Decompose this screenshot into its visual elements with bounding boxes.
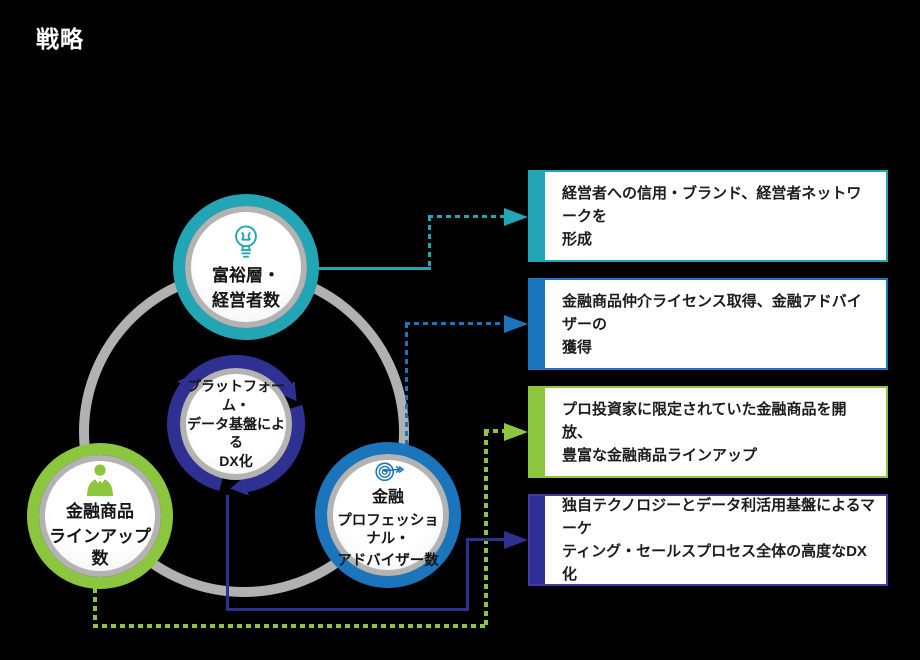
connector-right-box2-v <box>405 323 408 450</box>
note-box-products-accent-bar <box>530 388 545 476</box>
connector-left-box3-h1 <box>93 624 488 628</box>
connector-center-box4-h1 <box>226 608 469 611</box>
connector-center-box4-v1 <box>226 495 229 611</box>
target-icon <box>375 462 405 482</box>
connector-center-box4-h2 <box>466 538 504 541</box>
note-box-license-line1: 金融商品仲介ライセンス取得、金融アドバイザーの <box>562 292 862 333</box>
node-dx-label-line1: プラットフォーム・ <box>187 377 285 413</box>
note-box-dx-line2: ティング・セールスプロセス全体の高度なDX化 <box>562 543 867 583</box>
note-box-trust-line1: 経営者への信用・ブランド、経営者ネットワークを <box>562 184 862 225</box>
node-wealthy-label-line2: 経営者数 <box>212 291 280 310</box>
dx-cycle-arrows <box>167 355 305 496</box>
page-title: 戦略 <box>36 26 84 52</box>
note-box-license: 金融商品仲介ライセンス取得、金融アドバイザーの 獲得 <box>528 278 888 370</box>
node-advisers-inner: 金融 プロフェッショナル・ アドバイザー数 <box>327 454 449 576</box>
node-advisers: 金融 プロフェッショナル・ アドバイザー数 <box>315 442 461 588</box>
node-dx-platform: プラットフォーム・ データ基盤による DX化 <box>180 368 292 480</box>
arrow-box2 <box>504 315 528 333</box>
node-wealthy-owners-inner: 富裕層・ 経営者数 <box>185 206 307 328</box>
note-box-trust: 経営者への信用・ブランド、経営者ネットワークを 形成 <box>528 170 888 262</box>
connector-left-box3-v1 <box>93 588 97 627</box>
connector-top-box1-v <box>428 216 431 270</box>
connector-left-box3-v2 <box>484 431 488 627</box>
node-lineup-label-line1: 金融商品 <box>66 502 134 522</box>
node-product-lineup-inner: 金融商品 ラインアップ数 <box>39 455 161 577</box>
node-dx-label-line3: DX化 <box>219 453 253 470</box>
lightbulb-icon <box>235 225 257 258</box>
note-box-trust-line2: 形成 <box>562 230 593 248</box>
note-box-trust-accent-bar <box>530 172 545 260</box>
arrow-box1 <box>504 208 528 226</box>
note-box-products-line2: 豊富な金融商品ラインアップ <box>562 446 758 464</box>
note-box-dx-accent-bar <box>530 496 545 584</box>
node-dx-label-line2: データ基盤による <box>187 415 285 451</box>
note-box-products-line1: プロ投資家に限定されていた金融商品を開放、 <box>562 400 847 441</box>
node-wealthy-label-line1: 富裕層・ <box>212 265 280 285</box>
node-lineup-label-line2: ラインアップ数 <box>49 527 151 568</box>
note-box-products: プロ投資家に限定されていた金融商品を開放、 豊富な金融商品ラインアップ <box>528 386 888 478</box>
arrow-box3 <box>504 423 528 441</box>
node-advisers-label-line1: 金融 <box>371 488 404 506</box>
connector-left-box3-h2 <box>484 429 506 433</box>
note-box-license-line2: 獲得 <box>562 338 593 356</box>
connector-right-box2-h <box>405 322 504 325</box>
note-box-dx: 独自テクノロジーとデータ利活用基盤によるマーケ ティング・セールスプロセス全体の… <box>528 494 888 586</box>
connector-center-box4-v2 <box>466 539 469 611</box>
node-product-lineup: 金融商品 ラインアップ数 <box>27 443 173 589</box>
arrow-box4 <box>504 531 528 549</box>
person-icon <box>87 464 113 497</box>
node-advisers-label-line2: プロフェッショナル・ <box>337 512 439 547</box>
connector-top-box1-h <box>318 267 431 270</box>
note-box-dx-line1: 独自テクノロジーとデータ利活用基盤によるマーケ <box>562 497 876 537</box>
node-wealthy-owners: 富裕層・ 経営者数 <box>173 194 319 340</box>
connector-top-box1-h2 <box>428 215 504 218</box>
note-box-license-accent-bar <box>530 280 545 368</box>
node-advisers-label-line3: アドバイザー数 <box>337 552 439 569</box>
